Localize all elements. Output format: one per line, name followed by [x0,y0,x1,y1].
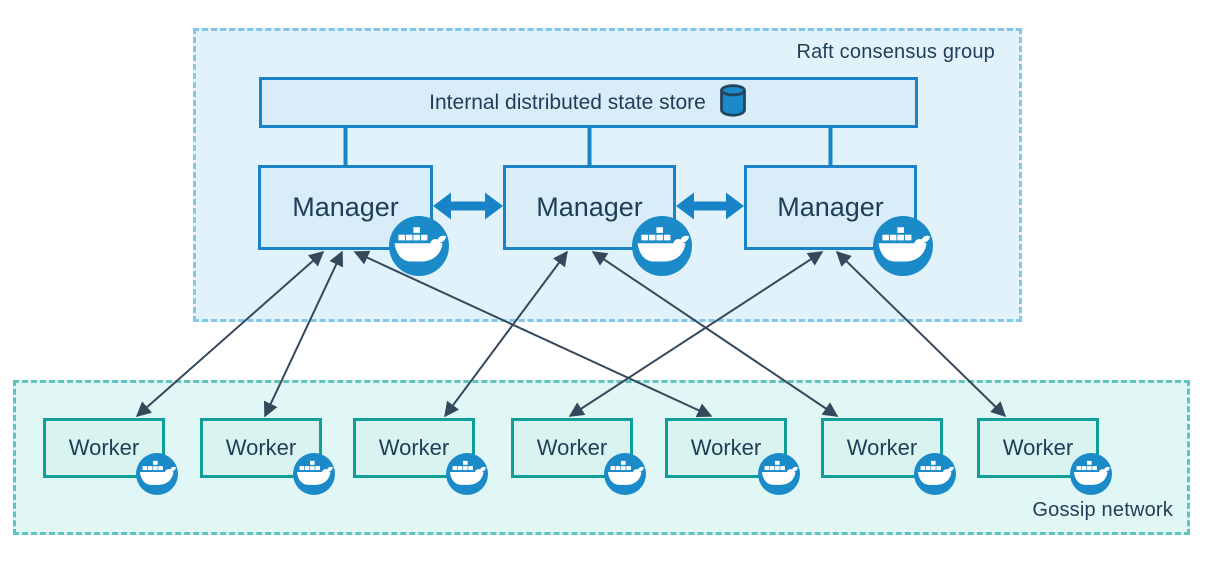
worker-node-label: Worker [690,435,762,460]
worker-node-label: Worker [378,435,450,460]
worker-node: Worker [353,418,488,495]
worker-node-label: Worker [68,435,140,460]
worker-node: Worker [511,418,646,495]
worker-node-label: Worker [225,435,297,460]
docker-whale-icon [604,453,646,495]
docker-whale-icon [136,453,178,495]
worker-node: Worker [821,418,956,495]
worker-node: Worker [665,418,800,495]
worker-node: Worker [200,418,335,495]
docker-whale-icon [293,453,335,495]
manager-node: Manager [744,165,933,276]
worker-node: Worker [43,418,178,495]
worker-node-label: Worker [1002,435,1074,460]
raft-consensus-group-label: Raft consensus group [796,41,995,63]
docker-whale-icon [873,216,933,276]
worker-node-label: Worker [536,435,608,460]
database-cylinder-icon [718,82,748,124]
state-store-node: Internal distributed state store [259,77,918,128]
gossip-network-label: Gossip network [1032,499,1173,521]
docker-whale-icon [758,453,800,495]
manager-node-label: Manager [777,192,884,222]
docker-whale-icon [389,216,449,276]
docker-whale-icon [914,453,956,495]
manager-node-label: Manager [536,192,643,222]
worker-node: Worker [977,418,1112,495]
docker-whale-icon [632,216,692,276]
manager-node-label: Manager [292,192,399,222]
docker-whale-icon [446,453,488,495]
docker-whale-icon [1070,453,1112,495]
manager-node: Manager [503,165,692,276]
manager-node: Manager [258,165,449,276]
state-store-label: Internal distributed state store [429,90,706,114]
worker-node-label: Worker [846,435,918,460]
